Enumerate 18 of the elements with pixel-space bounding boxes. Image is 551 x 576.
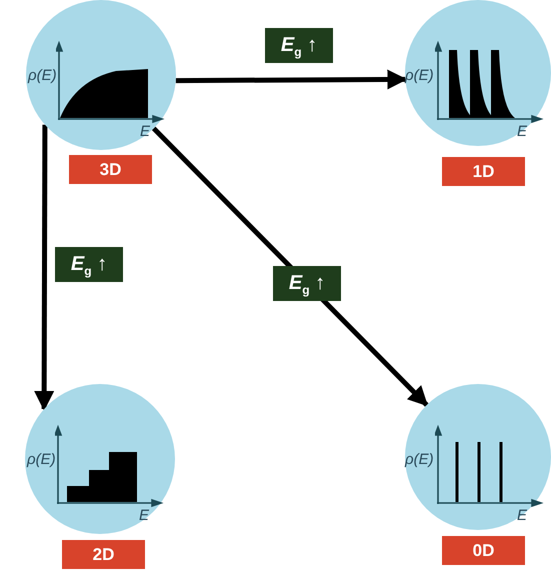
dimension-label: 1D <box>442 157 525 186</box>
dimension-label: 0D <box>442 536 525 565</box>
dimension-label: 3D <box>69 155 152 184</box>
edge-label: E$_{g}$ ↑ <box>55 247 123 282</box>
axis-label: ρ(E) <box>27 452 56 467</box>
dimension-label: 2D <box>62 540 145 569</box>
axis-label: E <box>517 124 528 139</box>
axis-label: ρ(E) <box>28 68 57 83</box>
axis-label: E <box>140 124 150 139</box>
axis-label: ρ(E) <box>405 68 434 83</box>
arrow <box>176 70 408 90</box>
arrow <box>34 124 54 411</box>
arrow <box>152 126 428 407</box>
edge-label: E$_{g}$ ↑ <box>273 266 341 301</box>
axis-label: E <box>517 508 528 523</box>
axis-label: ρ(E) <box>405 452 434 467</box>
axis-label: E <box>139 508 150 523</box>
edge-label: E$_{g}$ ↑ <box>265 28 333 63</box>
